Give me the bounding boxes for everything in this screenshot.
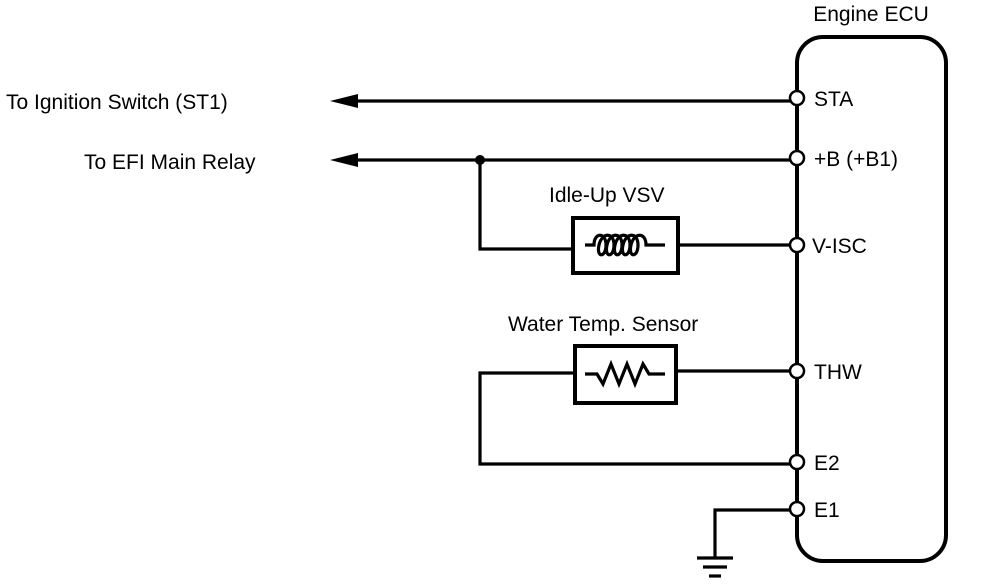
- idle-up-vsv-label: Idle-Up VSV: [549, 184, 665, 207]
- coil-icon: [585, 233, 665, 257]
- ignition-switch-circuit: To Ignition Switch (ST1): [6, 91, 791, 114]
- water-temp-sensor-label: Water Temp. Sensor: [508, 313, 698, 336]
- terminal-b-label: +B (+B1): [814, 148, 898, 171]
- ignition-switch-label: To Ignition Switch (ST1): [6, 91, 228, 114]
- resistor-icon: [585, 359, 665, 389]
- terminal-visc-label: V-ISC: [812, 235, 867, 258]
- terminal-e2: E2: [788, 452, 840, 475]
- terminal-e1: E1: [788, 499, 840, 522]
- ecu-title: Engine ECU: [813, 3, 929, 26]
- idle-up-vsv-circuit: Idle-Up VSV: [478, 160, 791, 275]
- terminal-sta: STA: [788, 88, 853, 111]
- terminal-thw: THW: [788, 361, 862, 384]
- efi-relay-label: To EFI Main Relay: [84, 151, 256, 174]
- terminal-visc: V-ISC: [788, 235, 867, 258]
- ignition-arrow: [330, 94, 358, 108]
- efi-arrow: [330, 153, 358, 167]
- ground-circuit: [697, 508, 791, 578]
- ecu-box: [795, 35, 948, 563]
- terminal-e2-label: E2: [814, 452, 840, 475]
- efi-relay-circuit: To EFI Main Relay: [84, 151, 791, 174]
- terminal-thw-label: THW: [814, 361, 862, 384]
- terminal-sta-label: STA: [814, 88, 853, 111]
- terminal-b: +B (+B1): [788, 148, 898, 171]
- terminal-e1-label: E1: [814, 499, 840, 522]
- water-temp-sensor-circuit: Water Temp. Sensor: [478, 313, 791, 466]
- ground-icon: [697, 556, 733, 578]
